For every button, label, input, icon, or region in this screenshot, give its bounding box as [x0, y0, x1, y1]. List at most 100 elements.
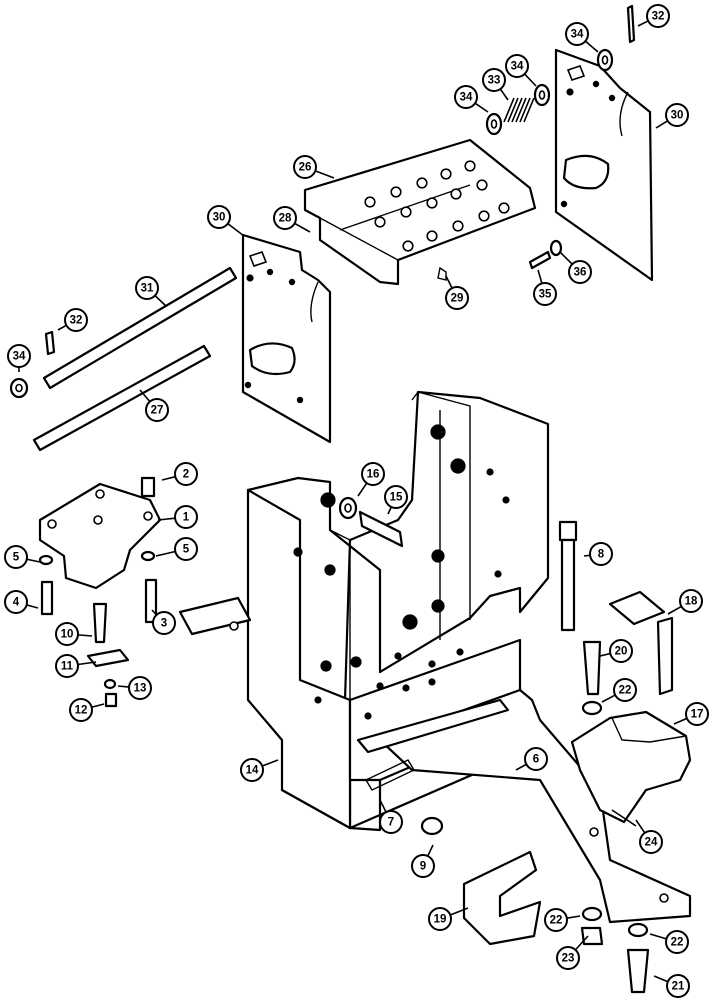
- leader-line: [154, 294, 167, 307]
- washer: [38, 554, 54, 566]
- callout-label: 22: [550, 915, 563, 927]
- callout-12: 12: [69, 698, 105, 722]
- callout-2: 2: [161, 462, 198, 486]
- callout-34: 34: [454, 85, 489, 113]
- bolt: [528, 250, 552, 270]
- callout-34: 34: [7, 344, 31, 372]
- stud: [92, 602, 108, 644]
- leader-line: [445, 275, 453, 289]
- callout-label: 13: [134, 683, 147, 695]
- callout-circle: [174, 537, 198, 561]
- washer: [581, 700, 603, 716]
- callout-label: 34: [13, 351, 26, 363]
- leader-line: [155, 550, 176, 557]
- side-plate-right: [554, 48, 654, 282]
- callout-circle: [666, 974, 690, 998]
- leader-line: [91, 703, 105, 708]
- callout-circle: [411, 854, 435, 878]
- callout-circle: [665, 103, 689, 127]
- callout-14: 14: [240, 758, 279, 782]
- leader-line: [523, 73, 537, 87]
- callout-label: 21: [672, 981, 685, 993]
- callout-30: 30: [207, 205, 245, 237]
- callout-layer: 1234556789101112131415161718192021222222…: [4, 4, 709, 998]
- callout-label: 2: [183, 469, 189, 481]
- callout-circle: [174, 505, 198, 529]
- callout-4: 4: [4, 590, 39, 614]
- bracket: [356, 698, 510, 754]
- callout-circle: [361, 462, 385, 486]
- callout-label: 32: [652, 11, 665, 23]
- leader-line: [667, 605, 682, 615]
- leader-line: [117, 685, 130, 688]
- callout-label: 33: [488, 75, 501, 87]
- callout-circle: [482, 68, 506, 92]
- callout-21: 21: [653, 974, 690, 998]
- callout-30: 30: [655, 103, 689, 129]
- callout-label: 4: [13, 597, 20, 609]
- callout-7: 7: [379, 799, 403, 834]
- callout-label: 22: [671, 937, 684, 949]
- leader-line: [227, 223, 245, 237]
- callout-circle: [174, 462, 198, 486]
- callout-circle: [524, 747, 548, 771]
- callout-label: 12: [75, 705, 88, 717]
- callout-label: 8: [598, 549, 605, 561]
- callout-9: 9: [411, 844, 435, 878]
- leader-line: [379, 799, 387, 813]
- leader-line: [653, 975, 669, 983]
- callout-1: 1: [157, 505, 198, 529]
- callout-circle: [128, 676, 152, 700]
- callout-label: 26: [299, 162, 312, 174]
- leader-line: [649, 933, 667, 940]
- callout-circle: [639, 830, 663, 854]
- bolt: [582, 640, 602, 696]
- callout-16: 16: [357, 462, 385, 497]
- callout-10: 10: [55, 622, 93, 646]
- leader-line: [315, 170, 335, 179]
- callout-circle: [64, 308, 88, 332]
- callout-label: 34: [571, 29, 584, 41]
- bolt: [104, 692, 118, 708]
- leader-line: [559, 251, 573, 265]
- leader-line: [57, 324, 67, 331]
- callout-label: 3: [161, 618, 167, 630]
- callout-19: 19: [428, 907, 469, 931]
- callout-36: 36: [559, 251, 592, 284]
- callout-label: 10: [61, 629, 74, 641]
- bolt: [40, 580, 54, 616]
- callout-8: 8: [583, 542, 613, 566]
- mounting-block: [38, 482, 162, 590]
- callout-label: 9: [420, 861, 426, 873]
- leader-line: [261, 759, 279, 767]
- callout-circle: [207, 205, 231, 229]
- callout-circle: [556, 946, 580, 970]
- bolt: [626, 948, 650, 994]
- callout-circle: [685, 702, 709, 726]
- callout-circle: [646, 4, 670, 28]
- bolt: [558, 520, 578, 632]
- callout-label: 17: [691, 709, 704, 721]
- callout-3: 3: [151, 609, 176, 635]
- callout-27: 27: [139, 389, 169, 422]
- callout-circle: [293, 155, 317, 179]
- callout-label: 29: [451, 293, 464, 305]
- callout-26: 26: [293, 155, 335, 179]
- callout-13: 13: [117, 676, 152, 700]
- callout-label: 34: [460, 92, 473, 104]
- callout-label: 5: [13, 552, 20, 564]
- nut: [580, 926, 604, 946]
- callout-label: 20: [615, 646, 628, 658]
- leader-line: [151, 609, 158, 616]
- callout-23: 23: [556, 935, 589, 970]
- callout-circle: [609, 639, 633, 663]
- callout-label: 32: [70, 315, 83, 327]
- leader-line: [673, 717, 688, 725]
- leader-line: [583, 554, 591, 557]
- callout-label: 23: [562, 953, 575, 965]
- callout-24: 24: [635, 819, 663, 854]
- callout-label: 6: [533, 754, 539, 766]
- leader-line: [599, 652, 611, 657]
- washer: [140, 550, 156, 562]
